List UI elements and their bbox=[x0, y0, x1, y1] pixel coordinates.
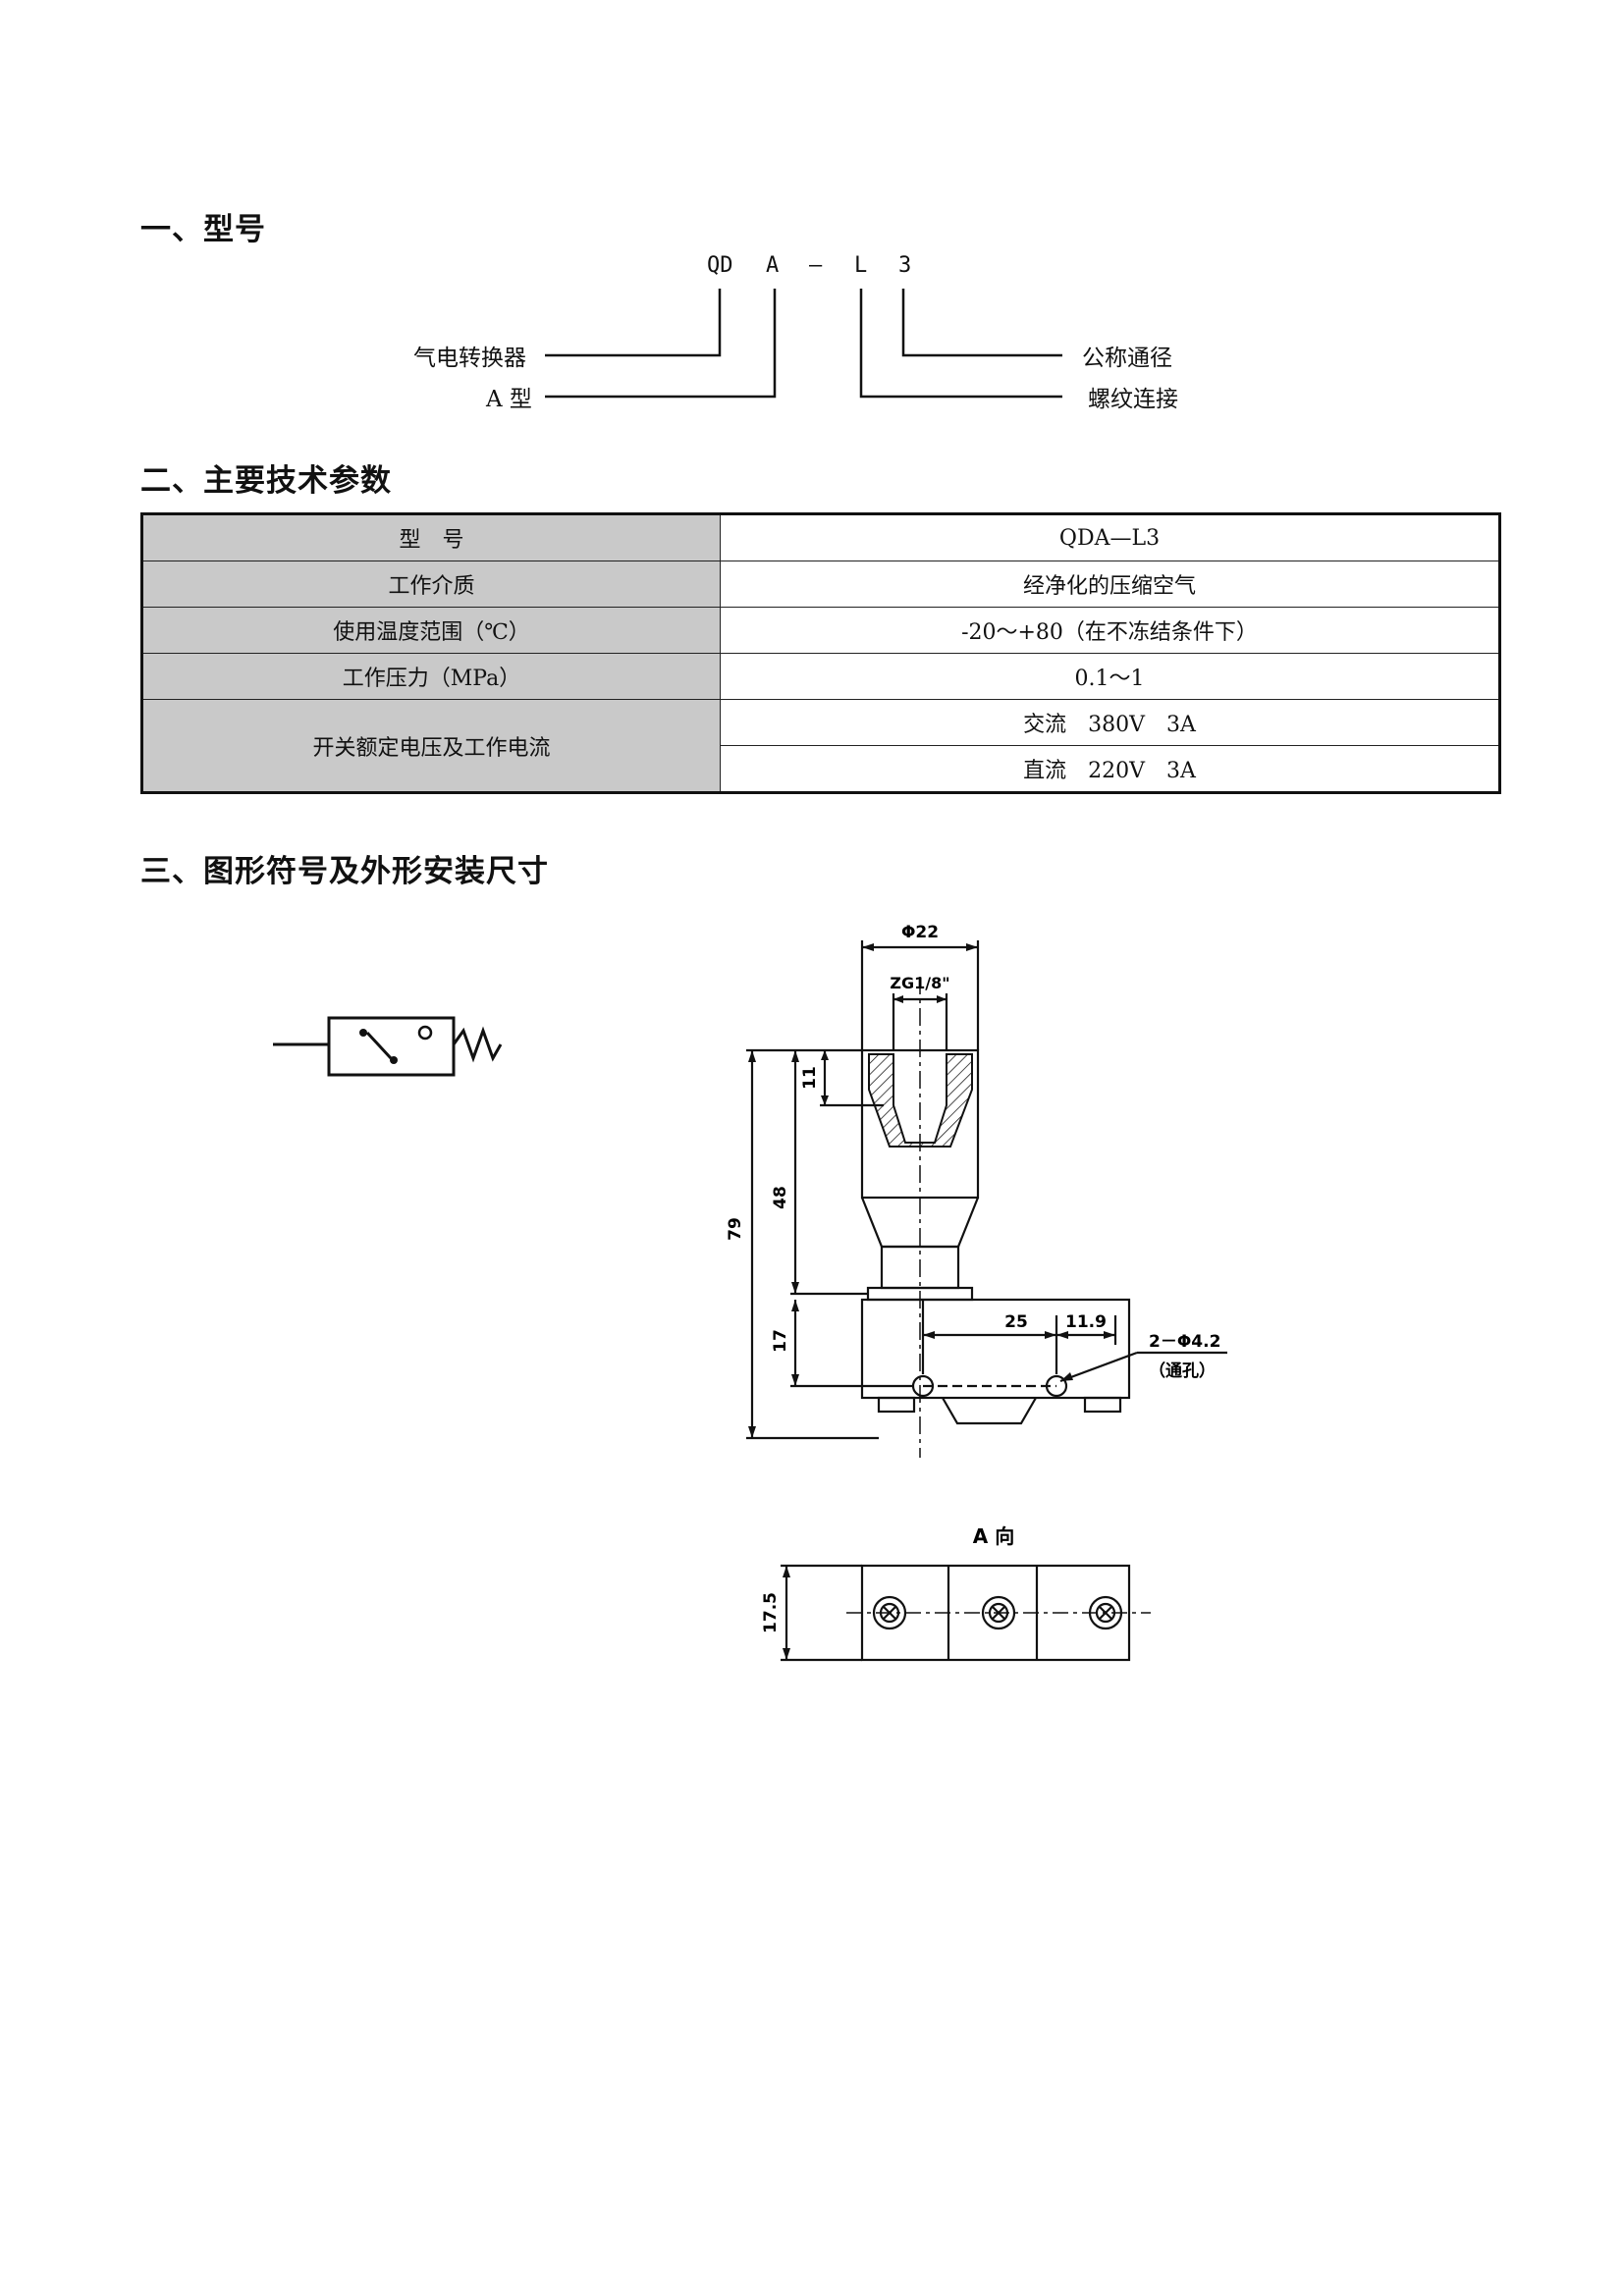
dim-17-5: 17.5 bbox=[761, 1592, 781, 1633]
dim-25: 25 bbox=[1004, 1312, 1028, 1332]
code-dash: — bbox=[809, 253, 823, 278]
spec-value: 0.1～1 bbox=[720, 653, 1500, 700]
label-nominal-bore: 公称通径 bbox=[1082, 346, 1172, 371]
section-heading-drawing: 三、图形符号及外形安装尺寸 bbox=[140, 854, 549, 889]
dim-hole: 2－Φ4.2 bbox=[1149, 1332, 1220, 1352]
code-l: L bbox=[854, 253, 868, 278]
table-row: 直流 220V 3A bbox=[142, 745, 1500, 793]
spec-value-ac: 交流 380V 3A bbox=[720, 699, 1500, 746]
code-3: 3 bbox=[898, 253, 912, 278]
code-a: A bbox=[766, 253, 780, 278]
dim-48: 48 bbox=[771, 1186, 790, 1209]
spec-label: 使用温度范围（℃） bbox=[141, 607, 721, 654]
dim-phi22: Φ22 bbox=[901, 923, 939, 942]
spec-label: 型 号 bbox=[141, 513, 721, 561]
table-row: 型 号 QDA—L3 bbox=[141, 513, 1500, 561]
dim-zg: ZG1/8" bbox=[890, 974, 949, 992]
label-type-a: A 型 bbox=[486, 387, 532, 412]
section-heading-model: 一、型号 bbox=[140, 212, 266, 247]
spec-value: QDA—L3 bbox=[720, 513, 1500, 561]
dim-17: 17 bbox=[771, 1329, 790, 1353]
dim-through: （通孔） bbox=[1149, 1361, 1216, 1381]
spec-value: -20～+80（在不冻结条件下） bbox=[720, 607, 1500, 654]
table-row: 工作介质 经净化的压缩空气 bbox=[141, 561, 1500, 608]
dim-11-9: 11.9 bbox=[1065, 1312, 1107, 1332]
label-thread: 螺纹连接 bbox=[1088, 387, 1178, 412]
label-converter: 气电转换器 bbox=[413, 346, 526, 371]
table-row: 工作压力（MPa） 0.1～1 bbox=[141, 653, 1500, 700]
view-a-label: A 向 bbox=[973, 1524, 1014, 1548]
code-qd: QD bbox=[707, 253, 733, 278]
spec-value-dc: 直流 220V 3A bbox=[720, 745, 1500, 793]
dim-11: 11 bbox=[800, 1066, 820, 1090]
spec-table: 型 号 QDA—L3 工作介质 经净化的压缩空气 使用温度范围（℃） -20～+… bbox=[140, 512, 1501, 794]
spec-label: 工作介质 bbox=[141, 561, 721, 608]
dim-79: 79 bbox=[726, 1217, 745, 1241]
spec-label: 工作压力（MPa） bbox=[141, 653, 721, 700]
section-heading-spec: 二、主要技术参数 bbox=[140, 463, 392, 499]
model-code-leaders bbox=[545, 289, 1062, 399]
spec-value: 经净化的压缩空气 bbox=[720, 561, 1500, 608]
table-row: 使用温度范围（℃） -20～+80（在不冻结条件下） bbox=[141, 607, 1500, 654]
